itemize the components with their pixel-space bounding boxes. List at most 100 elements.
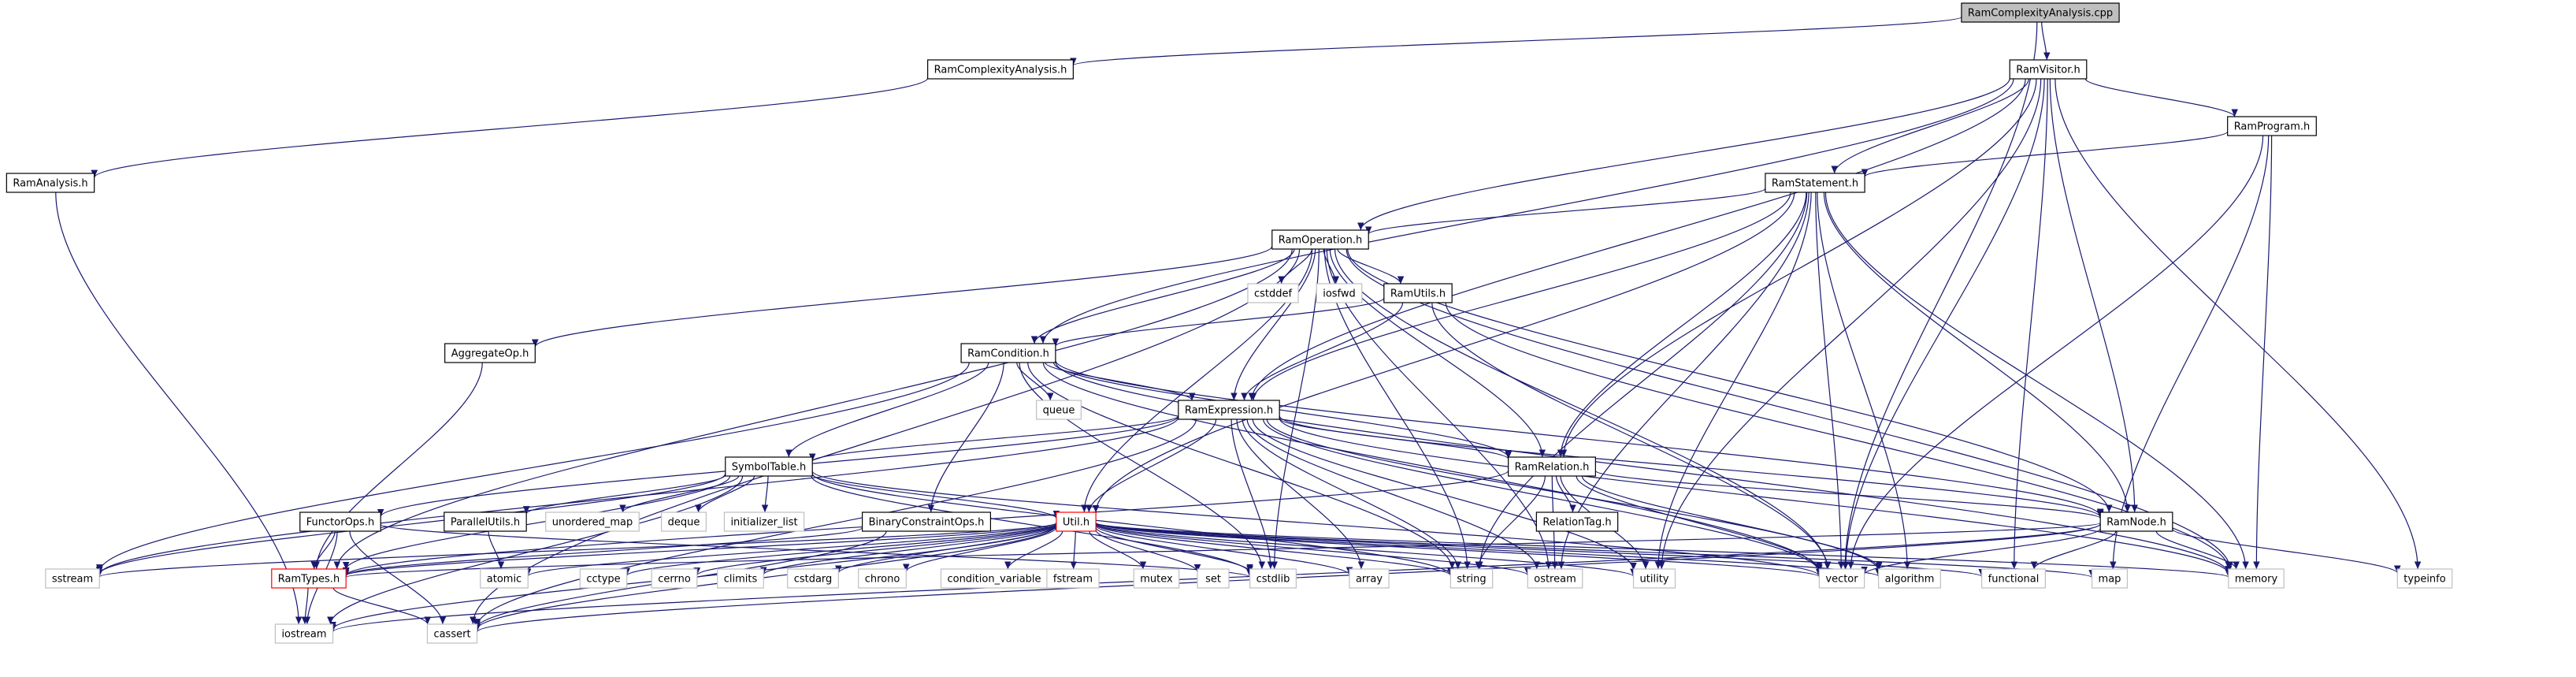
node-label: iosfwd bbox=[1323, 288, 1356, 300]
node-label: ostream bbox=[1534, 574, 1576, 586]
node-parallelutils-h[interactable]: ParallelUtils.h bbox=[444, 511, 527, 532]
node-ramutils-h[interactable]: RamUtils.h bbox=[1383, 283, 1453, 303]
node-box bbox=[1316, 283, 1363, 303]
edge-util-h-to-ramtypes-h bbox=[343, 523, 1057, 577]
edge-ramexpression-h-to-memory bbox=[1279, 418, 2232, 575]
node-box bbox=[1818, 568, 1865, 589]
node-box bbox=[1036, 400, 1082, 420]
edge-ramnode-h-to-functional bbox=[2030, 530, 2117, 570]
node-ostream: ostream bbox=[1527, 568, 1583, 589]
node-symboltable-h[interactable]: SymbolTable.h bbox=[725, 456, 813, 477]
node-ramstatement-h[interactable]: RamStatement.h bbox=[1765, 173, 1865, 193]
edge-ramcondition-h-to-ramnode-h bbox=[1055, 359, 2104, 517]
node-initializer-list: initializer_list bbox=[723, 511, 805, 532]
edge-ramcomplexityanalysis-cpp-to-ramvisitor-h bbox=[2041, 21, 2051, 61]
edge-ramcondition-h-to-cstdlib bbox=[1019, 362, 1266, 570]
node-chrono: chrono bbox=[858, 568, 907, 589]
node-util-h[interactable]: Util.h bbox=[1056, 511, 1097, 532]
node-label: map bbox=[2099, 574, 2121, 586]
node-ramanalysis-h[interactable]: RamAnalysis.h bbox=[6, 173, 95, 193]
node-box bbox=[651, 568, 698, 589]
node-box bbox=[2228, 568, 2285, 589]
edge-util-h-to-cstdlib bbox=[1095, 526, 1253, 572]
node-label: FunctorOps.h bbox=[306, 517, 374, 529]
edge-ramcomplexityanalysis-h-to-ramanalysis-h bbox=[91, 77, 929, 178]
node-label: RamExpression.h bbox=[1185, 405, 1273, 417]
node-box bbox=[717, 568, 764, 589]
node-ramcomplexityanalysis-cpp[interactable]: RamComplexityAnalysis.cpp bbox=[1961, 2, 2120, 23]
node-label: string bbox=[1457, 574, 1486, 586]
node-box bbox=[579, 568, 628, 589]
node-string: string bbox=[1449, 568, 1494, 589]
node-ramprogram-h[interactable]: RamProgram.h bbox=[2227, 116, 2317, 136]
node-ramnode-h[interactable]: RamNode.h bbox=[2099, 511, 2173, 532]
edge-ramcomplexityanalysis-cpp-to-vector bbox=[1841, 21, 2038, 570]
node-label: typeinfo bbox=[2403, 574, 2445, 586]
node-deque: deque bbox=[661, 511, 707, 532]
node-iostream: iostream bbox=[274, 623, 334, 644]
node-label: cassert bbox=[433, 629, 470, 641]
node-label: memory bbox=[2235, 574, 2278, 586]
node-label: RamTypes.h bbox=[278, 574, 340, 586]
edge-ramoperation-h-to-ramtypes-h bbox=[333, 248, 1293, 570]
edge-ramrelation-h-to-ramnode-h bbox=[1594, 470, 2104, 519]
edge-aggregateop-h-to-ramtypes-h bbox=[313, 362, 483, 570]
node-box bbox=[1878, 568, 1941, 589]
edge-binaryconstraintops-h-to-ramtypes-h bbox=[343, 526, 863, 576]
node-label: RamNode.h bbox=[2106, 517, 2166, 529]
edge-symboltable-h-to-deque bbox=[695, 475, 755, 513]
node-ramcondition-h[interactable]: RamCondition.h bbox=[960, 343, 1056, 363]
edge-ramcondition-h-to-ramrelation-h bbox=[1052, 362, 1512, 458]
node-label: RelationTag.h bbox=[1542, 517, 1611, 529]
node-ramvisitor-h[interactable]: RamVisitor.h bbox=[2009, 59, 2088, 80]
node-box bbox=[1133, 568, 1180, 589]
edge-ramutils-h-to-ramcondition-h bbox=[1052, 297, 1385, 347]
edge-util-h-to-climits bbox=[760, 524, 1057, 575]
edge-util-h-to-fstream bbox=[1070, 530, 1078, 570]
edge-ramstatement-h-to-algorithm bbox=[1817, 192, 1911, 570]
node-ramoperation-h[interactable]: RamOperation.h bbox=[1271, 229, 1369, 250]
node-ramexpression-h[interactable]: RamExpression.h bbox=[1178, 400, 1280, 420]
node-label: queue bbox=[1043, 405, 1075, 417]
edge-ramstatement-h-to-memory bbox=[1824, 192, 2249, 570]
node-label: set bbox=[1205, 574, 1221, 586]
node-box bbox=[927, 59, 1074, 80]
node-box bbox=[480, 568, 529, 589]
edge-ramoperation-h-to-ramutils-h bbox=[1337, 248, 1405, 285]
edge-ramstatement-h-to-vector bbox=[1815, 192, 1845, 570]
node-aggregateop-h[interactable]: AggregateOp.h bbox=[444, 343, 536, 363]
edge-util-h-to-vector bbox=[1095, 523, 1823, 578]
node-label: cstdlib bbox=[1256, 574, 1290, 586]
node-label: algorithm bbox=[1885, 574, 1935, 586]
node-binaryconstraintops-h[interactable]: BinaryConstraintOps.h bbox=[861, 511, 992, 532]
node-relationtag-h[interactable]: RelationTag.h bbox=[1535, 511, 1619, 532]
edge-ramoperation-h-to-memory bbox=[1346, 248, 2234, 570]
node-label: cctype bbox=[586, 574, 620, 586]
edge-ramoperation-h-to-iosfwd bbox=[1323, 248, 1340, 285]
node-box bbox=[1178, 400, 1280, 420]
node-utility: utility bbox=[1632, 568, 1676, 589]
node-cstdarg: cstdarg bbox=[787, 568, 839, 589]
edge-ramanalysis-h-to-iostream bbox=[55, 192, 303, 625]
edge-util-h-to-chrono bbox=[903, 527, 1057, 572]
edge-symboltable-h-to-sstream bbox=[96, 473, 726, 575]
node-functorops-h[interactable]: FunctorOps.h bbox=[299, 511, 381, 532]
edge-ramoperation-h-to-ramexpression-h bbox=[1230, 248, 1316, 401]
edge-util-h-to-string bbox=[1095, 524, 1454, 576]
edge-ramrelation-h-to-vector bbox=[1576, 475, 1823, 571]
node-box bbox=[1535, 511, 1619, 532]
edge-ramtypes-h-to-iostream bbox=[301, 587, 309, 625]
node-ramcomplexityanalysis-h[interactable]: RamComplexityAnalysis.h bbox=[927, 59, 1074, 80]
node-box bbox=[723, 511, 805, 532]
node-label: vector bbox=[1825, 574, 1858, 586]
node-label: AggregateOp.h bbox=[451, 348, 529, 360]
node-label: SymbolTable.h bbox=[732, 462, 806, 474]
node-ramtypes-h[interactable]: RamTypes.h bbox=[271, 568, 347, 589]
edge-ramvisitor-h-to-ramstatement-h bbox=[1831, 78, 2029, 174]
node-box bbox=[2396, 568, 2453, 589]
edge-util-h-to-mutex bbox=[1089, 530, 1147, 570]
edge-ramexpression-h-to-util-h bbox=[1086, 418, 1217, 513]
node-label: utility bbox=[1640, 574, 1669, 586]
edge-ramexpression-h-to-symboltable-h bbox=[809, 415, 1179, 462]
node-ramrelation-h[interactable]: RamRelation.h bbox=[1508, 456, 1596, 477]
